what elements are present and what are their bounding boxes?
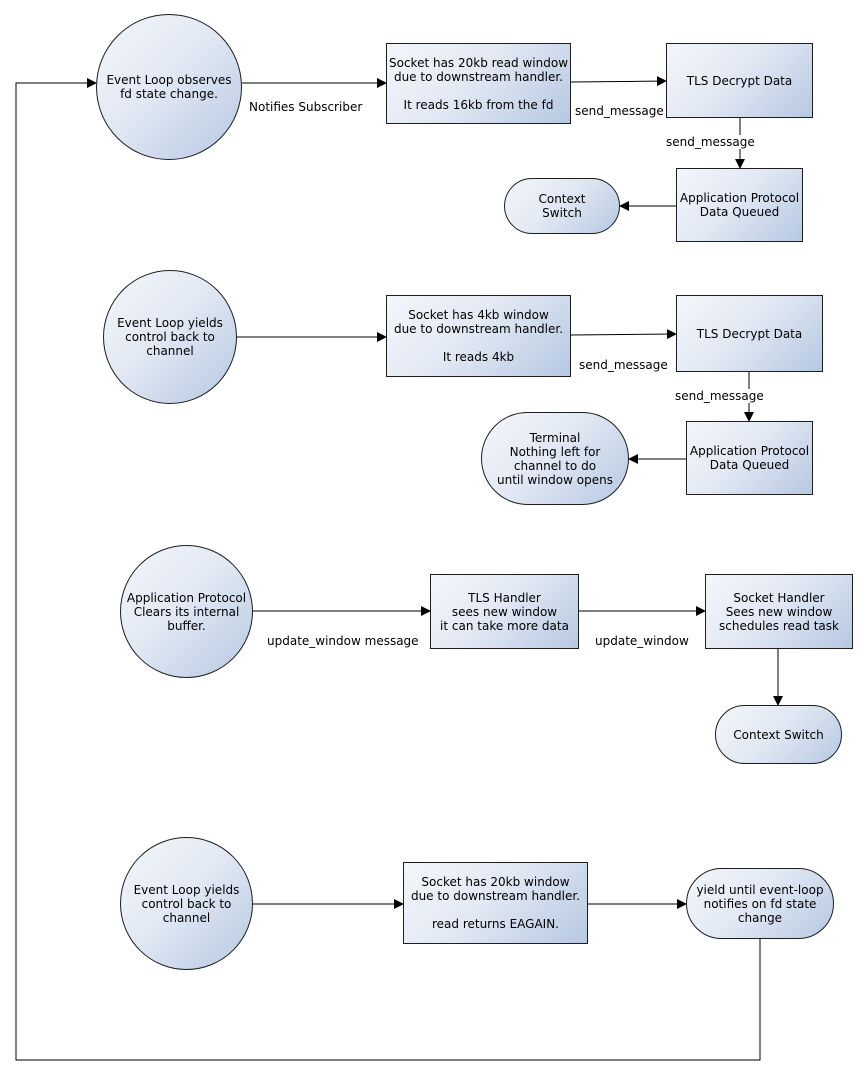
app-protocol-queued-node: Application Protocol Data Queued (676, 168, 803, 242)
tls-decrypt-node: TLS Decrypt Data (666, 43, 813, 118)
context-switch-node: Context Switch (504, 178, 620, 234)
context-switch-node: Context Switch (715, 705, 842, 764)
update-window-label: update_window (595, 634, 689, 648)
send-message-label: send_message (664, 135, 757, 149)
notifies-subscriber-label: Notifies Subscriber (249, 100, 363, 114)
yield-until-event-loop-node: yield until event-loop notifies on fd st… (686, 868, 834, 939)
app-protocol-queued-node: Application Protocol Data Queued (686, 421, 813, 495)
socket-eagain-node: Socket has 20kb window due to downstream… (403, 862, 588, 944)
update-window-message-label: update_window message (267, 634, 419, 648)
event-loop-yields-node: Event Loop yields control back to channe… (103, 270, 237, 404)
edge-socket-to-tls-2 (570, 329, 677, 340)
tls-handler-node: TLS Handler sees new window it can take … (430, 574, 579, 649)
send-message-label: send_message (575, 104, 664, 118)
socket-4kb-window-node: Socket has 4kb window due to downstream … (386, 295, 571, 377)
send-message-label: send_message (579, 358, 668, 372)
edge-loop-back (15, 78, 761, 1061)
edge-socket-to-tls-1 (570, 76, 667, 87)
event-loop-yields-node: Event Loop yields control back to channe… (120, 837, 253, 970)
terminal-node: Terminal Nothing left for channel to do … (481, 412, 629, 505)
socket-read-window-node: Socket has 20kb read window due to downs… (386, 43, 571, 124)
app-protocol-clears-node: Application Protocol Clears its internal… (120, 545, 253, 678)
event-loop-observes-node: Event Loop observes fd state change. (96, 14, 242, 160)
send-message-label: send_message (673, 389, 766, 403)
tls-decrypt-node: TLS Decrypt Data (676, 295, 823, 372)
socket-handler-node: Socket Handler Sees new window schedules… (705, 574, 853, 649)
